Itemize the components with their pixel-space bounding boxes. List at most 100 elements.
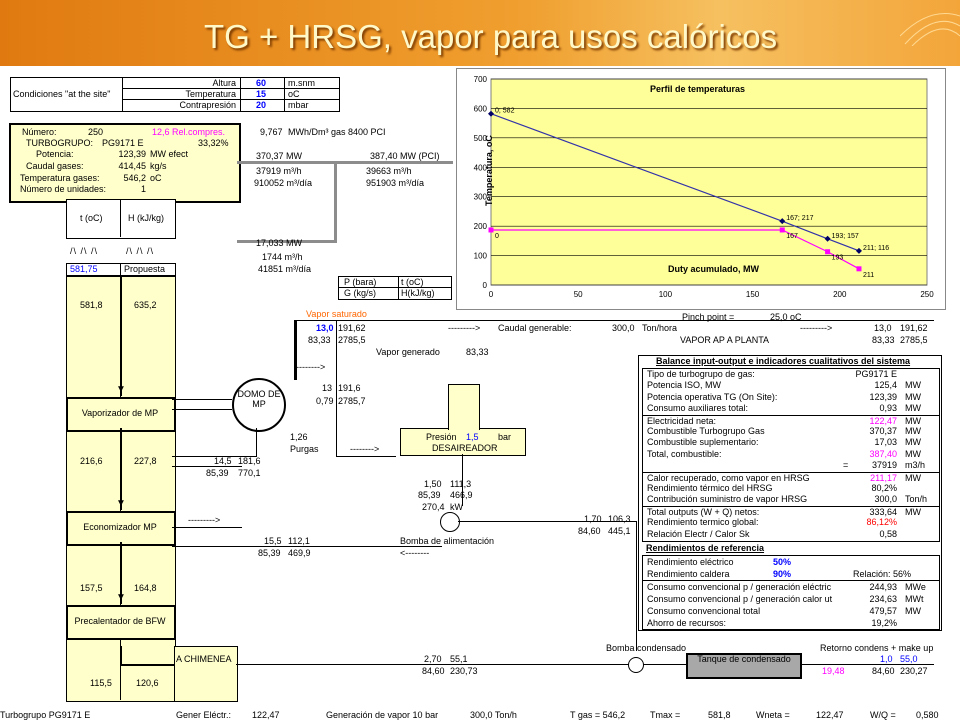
data-label: 211 xyxy=(863,272,874,279)
ref-row-extra: Relación: 56% xyxy=(853,569,912,579)
balance-row-label: Total outputs (W + Q) netos: xyxy=(647,506,760,517)
d4: 466,9 xyxy=(450,490,473,500)
balance-row-unit: MW xyxy=(905,426,921,436)
h-out: 2785,5 xyxy=(900,335,928,345)
balance-row-label: Combustible Turbogrupo Gas xyxy=(647,426,765,436)
tanque-label: Tanque de condensado xyxy=(697,654,791,664)
turbogroup-box xyxy=(9,123,241,203)
mwh-unit: MWh/Dm³ gas 8400 PCI xyxy=(288,127,386,137)
mwh-value: 9,767 xyxy=(260,127,283,137)
pres-val: 1,5 xyxy=(466,432,479,442)
site-name-0: Altura xyxy=(212,78,236,88)
m3h1: 37919 m³/h xyxy=(256,166,302,176)
ret-label: Retorno condens + make up xyxy=(820,643,934,653)
p-out: 13,0 xyxy=(874,323,892,333)
h-main: 2785,5 xyxy=(338,335,366,345)
h2: 227,8 xyxy=(134,456,157,466)
footer-item-11: 0,580 xyxy=(916,710,939,720)
arrow1: ---------> xyxy=(448,323,481,333)
pot-value: 123,39 xyxy=(118,149,146,159)
vap-label: Vaporizador de MP xyxy=(81,408,159,418)
desair-label: DESAIREADOR xyxy=(432,443,498,453)
balance-row-label: Rendimiento térmico del HRSG xyxy=(647,483,773,493)
tgas-unit: oC xyxy=(150,173,162,183)
balance-row-label: Electricidad neta: xyxy=(647,415,717,426)
eco-label: Economizador MP xyxy=(83,522,157,532)
aux-mw: 17,033 MW xyxy=(256,238,303,248)
k1: 2,70 xyxy=(424,654,442,664)
vap-sat: Vapor saturado xyxy=(306,309,367,319)
site-name-1: Temperatura xyxy=(185,89,236,99)
x-tick-label: 50 xyxy=(574,290,583,299)
ret-t: 55,0 xyxy=(900,654,918,664)
balance-row-value: 80,2% xyxy=(871,483,897,493)
balance-row-value: 37919 xyxy=(871,460,897,471)
footer-item-6: Tmax = xyxy=(650,710,681,720)
v1h: 770,1 xyxy=(238,468,261,478)
d6: kW xyxy=(450,502,463,512)
y-tick-label: 300 xyxy=(474,193,488,202)
col-t: t (oC) xyxy=(80,213,103,223)
f3: 85,39 xyxy=(258,548,281,558)
footer-item-9: 122,47 xyxy=(816,710,844,720)
hatch-right: /\ /\ /\ xyxy=(126,246,155,256)
prop-label: Propuesta xyxy=(124,264,166,274)
data-point xyxy=(824,235,831,242)
caudal-gen-unit: Ton/hora xyxy=(642,323,678,333)
v1p: 14,5 xyxy=(214,456,232,466)
footer-item-5: T gas = 546,2 xyxy=(570,710,626,720)
pot-unit: MW efect xyxy=(150,149,189,159)
site-value-0: 60 xyxy=(255,78,266,88)
cons-row: Ahorro de recursos:19,2% xyxy=(643,617,939,629)
balance-row-value: 123,39 xyxy=(869,391,897,402)
footer-item-2: 122,47 xyxy=(252,710,280,720)
cons-rows: Consumo convencional p / generación eléc… xyxy=(642,580,940,630)
site-name-2: Contrapresión xyxy=(179,100,236,110)
balance-row-label: Consumo auxiliares total: xyxy=(647,403,749,414)
condensate-tank xyxy=(686,653,802,679)
arrow2: ---------> xyxy=(800,323,833,333)
balance-row-unit: MW xyxy=(905,437,921,448)
balance-row-value: 125,4 xyxy=(874,380,897,391)
y-tick-label: 400 xyxy=(474,163,488,172)
balance-row-value: PG9171 E xyxy=(855,369,897,379)
data-point xyxy=(855,247,862,254)
column-header-box xyxy=(66,199,176,239)
domo-t: 191,6 xyxy=(338,383,361,393)
decorative-swirl-icon xyxy=(900,13,960,46)
ref-row-label: Rendimiento caldera xyxy=(647,569,730,579)
e4: 445,1 xyxy=(608,526,631,536)
balance-row-unit: MW xyxy=(905,403,921,414)
arrow6: <-------- xyxy=(400,548,430,558)
chart-title: Perfil de temperaturas xyxy=(650,84,746,94)
k2: 55,1 xyxy=(450,654,468,664)
caudal-label: Caudal gases: xyxy=(26,161,84,171)
cons-row-value: 19,2% xyxy=(871,618,897,628)
legend-h: H(kJ/kg) xyxy=(401,288,435,298)
vaporizer-box xyxy=(66,397,176,432)
pot-label: Potencia: xyxy=(36,149,74,159)
site-conditions-table xyxy=(10,77,340,112)
f2: 112,1 xyxy=(288,536,310,546)
balance-row-label: Contribución suministro de vapor HRSG xyxy=(647,494,808,505)
chim-label: A CHIMENEA xyxy=(176,654,232,664)
page-title: TG + HRSG, vapor para usos calóricos xyxy=(204,18,778,55)
site-unit-1: oC xyxy=(288,89,300,99)
y-tick-label: 700 xyxy=(474,75,488,84)
t-out: 191,62 xyxy=(900,323,928,333)
data-label: 167 xyxy=(786,233,798,240)
chart-xlabel: Duty acumulado, MW xyxy=(668,264,760,274)
pinch-val: 25,0 oC xyxy=(770,312,802,322)
balance-row-value: 0,58 xyxy=(879,528,897,539)
preheater-box xyxy=(66,605,176,640)
t-main: 191,62 xyxy=(338,323,366,333)
domo-p: 13 xyxy=(322,383,333,393)
balance-row-unit: MW xyxy=(905,415,921,426)
balance-row-label: Combustible suplementario: xyxy=(647,437,759,448)
